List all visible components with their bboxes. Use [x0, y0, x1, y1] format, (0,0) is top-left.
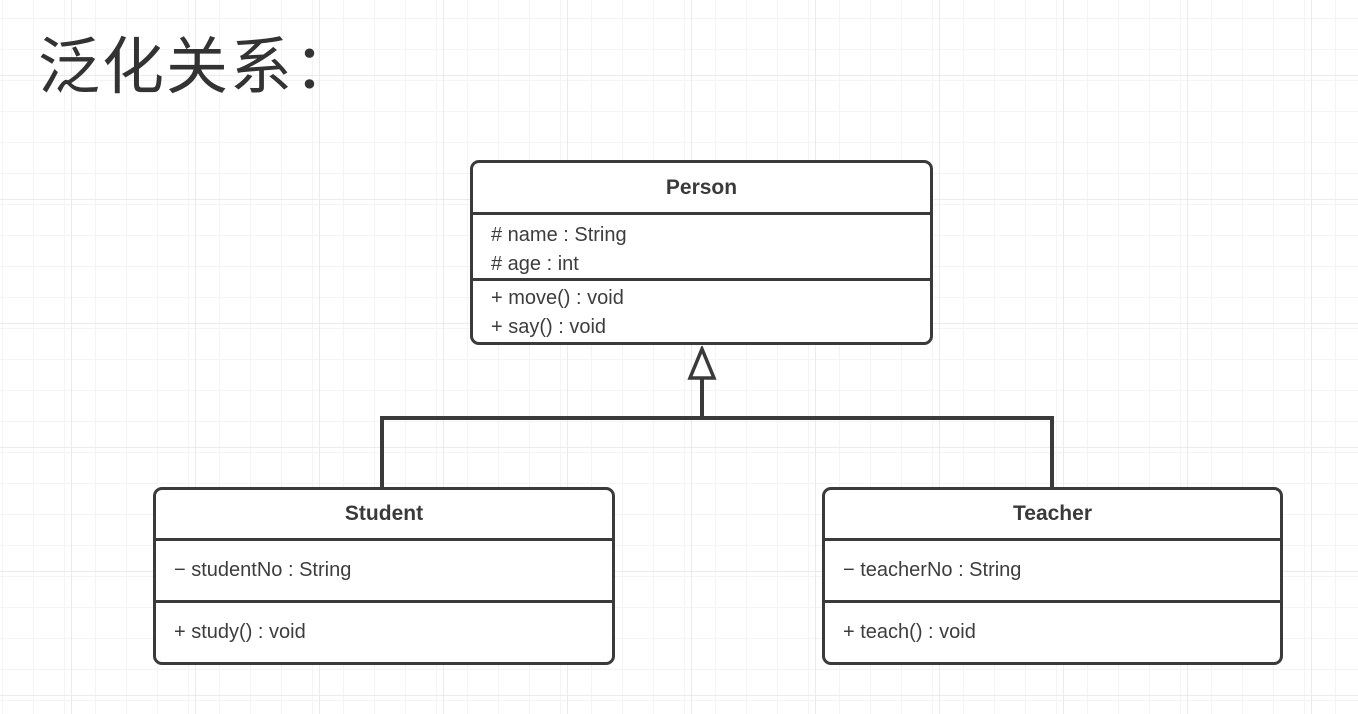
attributes-section: # name : String # age : int	[473, 215, 930, 281]
methods-section: + teach() : void	[825, 603, 1280, 662]
class-box-teacher[interactable]: Teacher − teacherNo : String + teach() :…	[822, 487, 1283, 665]
methods-section: + study() : void	[156, 603, 612, 662]
generalization-connector-student[interactable]	[380, 416, 384, 488]
class-box-student[interactable]: Student − studentNo : String + study() :…	[153, 487, 615, 665]
attributes-section: − studentNo : String	[156, 541, 612, 603]
generalization-connector-teacher[interactable]	[1050, 416, 1054, 488]
page-title[interactable]: 泛化关系：	[38, 33, 359, 102]
attribute: # name : String	[491, 224, 627, 246]
attribute: # age : int	[491, 253, 579, 275]
method: + say() : void	[491, 316, 607, 338]
method: + study() : void	[174, 621, 306, 643]
attribute: − studentNo : String	[174, 559, 352, 581]
attributes-section: − teacherNo : String	[825, 541, 1280, 603]
class-name-person: Person	[473, 163, 930, 215]
method: + move() : void	[491, 287, 624, 309]
method: + teach() : void	[843, 621, 976, 643]
class-name-student: Student	[156, 490, 612, 541]
class-box-person[interactable]: Person # name : String # age : int + mov…	[470, 160, 933, 345]
generalization-arrowhead-icon[interactable]	[687, 346, 717, 382]
attribute: − teacherNo : String	[843, 559, 1022, 581]
class-name-teacher: Teacher	[825, 490, 1280, 541]
generalization-connector-horizontal[interactable]	[380, 416, 1054, 420]
methods-section: + move() : void + say() : void	[473, 281, 930, 341]
generalization-connector-stem[interactable]	[700, 376, 704, 418]
